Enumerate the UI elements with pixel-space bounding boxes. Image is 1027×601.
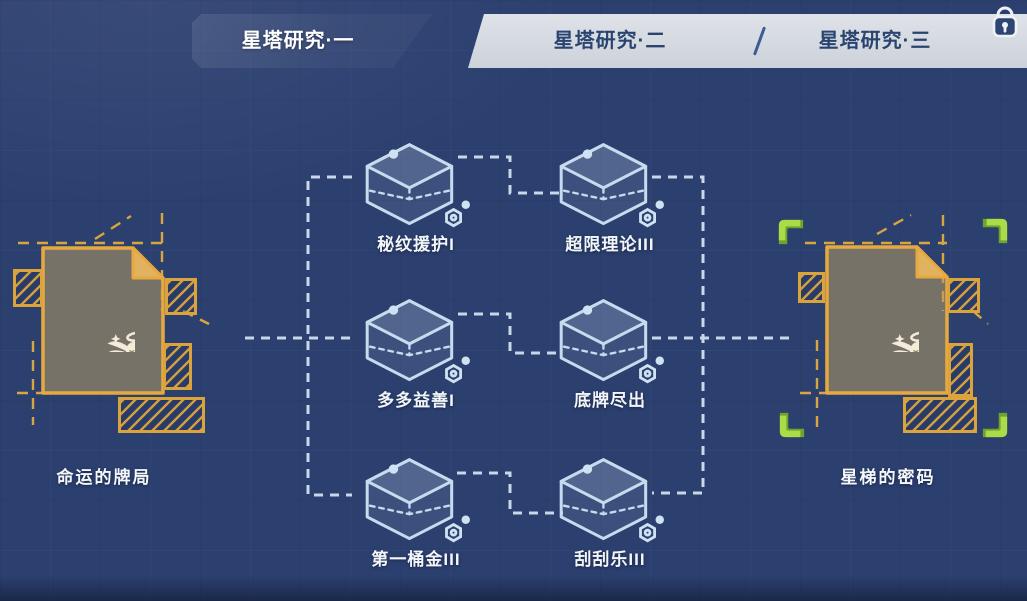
research-node-label: 超限理论III	[565, 235, 655, 254]
selection-bracket-icon	[778, 411, 806, 439]
research-node-label: 第一桶金III	[371, 550, 461, 569]
hatch-decoration	[165, 278, 197, 315]
cube-icon	[548, 296, 672, 388]
target-card-label: 星梯的密码	[840, 468, 936, 487]
research-node-diyitongjin[interactable]: 第一桶金III	[341, 455, 491, 570]
cube-icon	[354, 140, 478, 232]
document-icon	[800, 213, 989, 428]
angel-emblem-icon	[71, 288, 135, 352]
research-node-label: 秘纹援护I	[377, 235, 455, 254]
tab-label: 星塔研究·一	[241, 30, 355, 52]
hatch-decoration	[13, 269, 43, 307]
cube-icon	[548, 140, 672, 232]
tab-research-2[interactable]: 星塔研究·二	[553, 30, 667, 52]
cube-icon	[548, 455, 672, 547]
source-card[interactable]: 命运的牌局	[0, 205, 252, 490]
cube-icon	[354, 296, 478, 388]
research-node-dipai-jinchu[interactable]: 底牌尽出	[535, 296, 685, 411]
research-node-label: 底牌尽出	[574, 391, 646, 410]
hatch-decoration	[118, 397, 205, 433]
source-card-label: 命运的牌局	[56, 468, 152, 487]
hatch-decoration	[163, 343, 192, 390]
hatch-decoration	[903, 397, 977, 433]
selection-bracket-icon	[981, 411, 1009, 439]
research-node-guaguale[interactable]: 刮刮乐III	[535, 455, 685, 570]
research-node-chaoxian-lilun[interactable]: 超限理论III	[535, 140, 685, 255]
research-node-duoduo-yishan[interactable]: 多多益善I	[341, 296, 491, 411]
cube-icon	[354, 455, 478, 547]
tab-research-1[interactable]: 星塔研究·一	[192, 14, 432, 68]
document-icon	[17, 213, 210, 425]
selection-bracket-icon	[777, 218, 805, 246]
tab-band: 星塔研究·二 星塔研究·三	[468, 14, 1027, 68]
hatch-decoration	[948, 343, 973, 397]
selection-bracket-icon	[981, 217, 1009, 245]
tab-divider-icon	[752, 26, 767, 56]
research-node-miwen-yuanhu[interactable]: 秘纹援护I	[341, 140, 491, 255]
hatch-decoration	[947, 278, 980, 313]
lock-icon[interactable]	[987, 3, 1023, 39]
angel-emblem-icon	[855, 288, 919, 352]
research-node-label: 刮刮乐III	[574, 550, 646, 569]
research-node-label: 多多益善I	[377, 391, 455, 410]
hatch-decoration	[798, 272, 825, 303]
tab-research-3[interactable]: 星塔研究·三	[818, 30, 932, 52]
target-card[interactable]: 星梯的密码	[775, 205, 1027, 490]
